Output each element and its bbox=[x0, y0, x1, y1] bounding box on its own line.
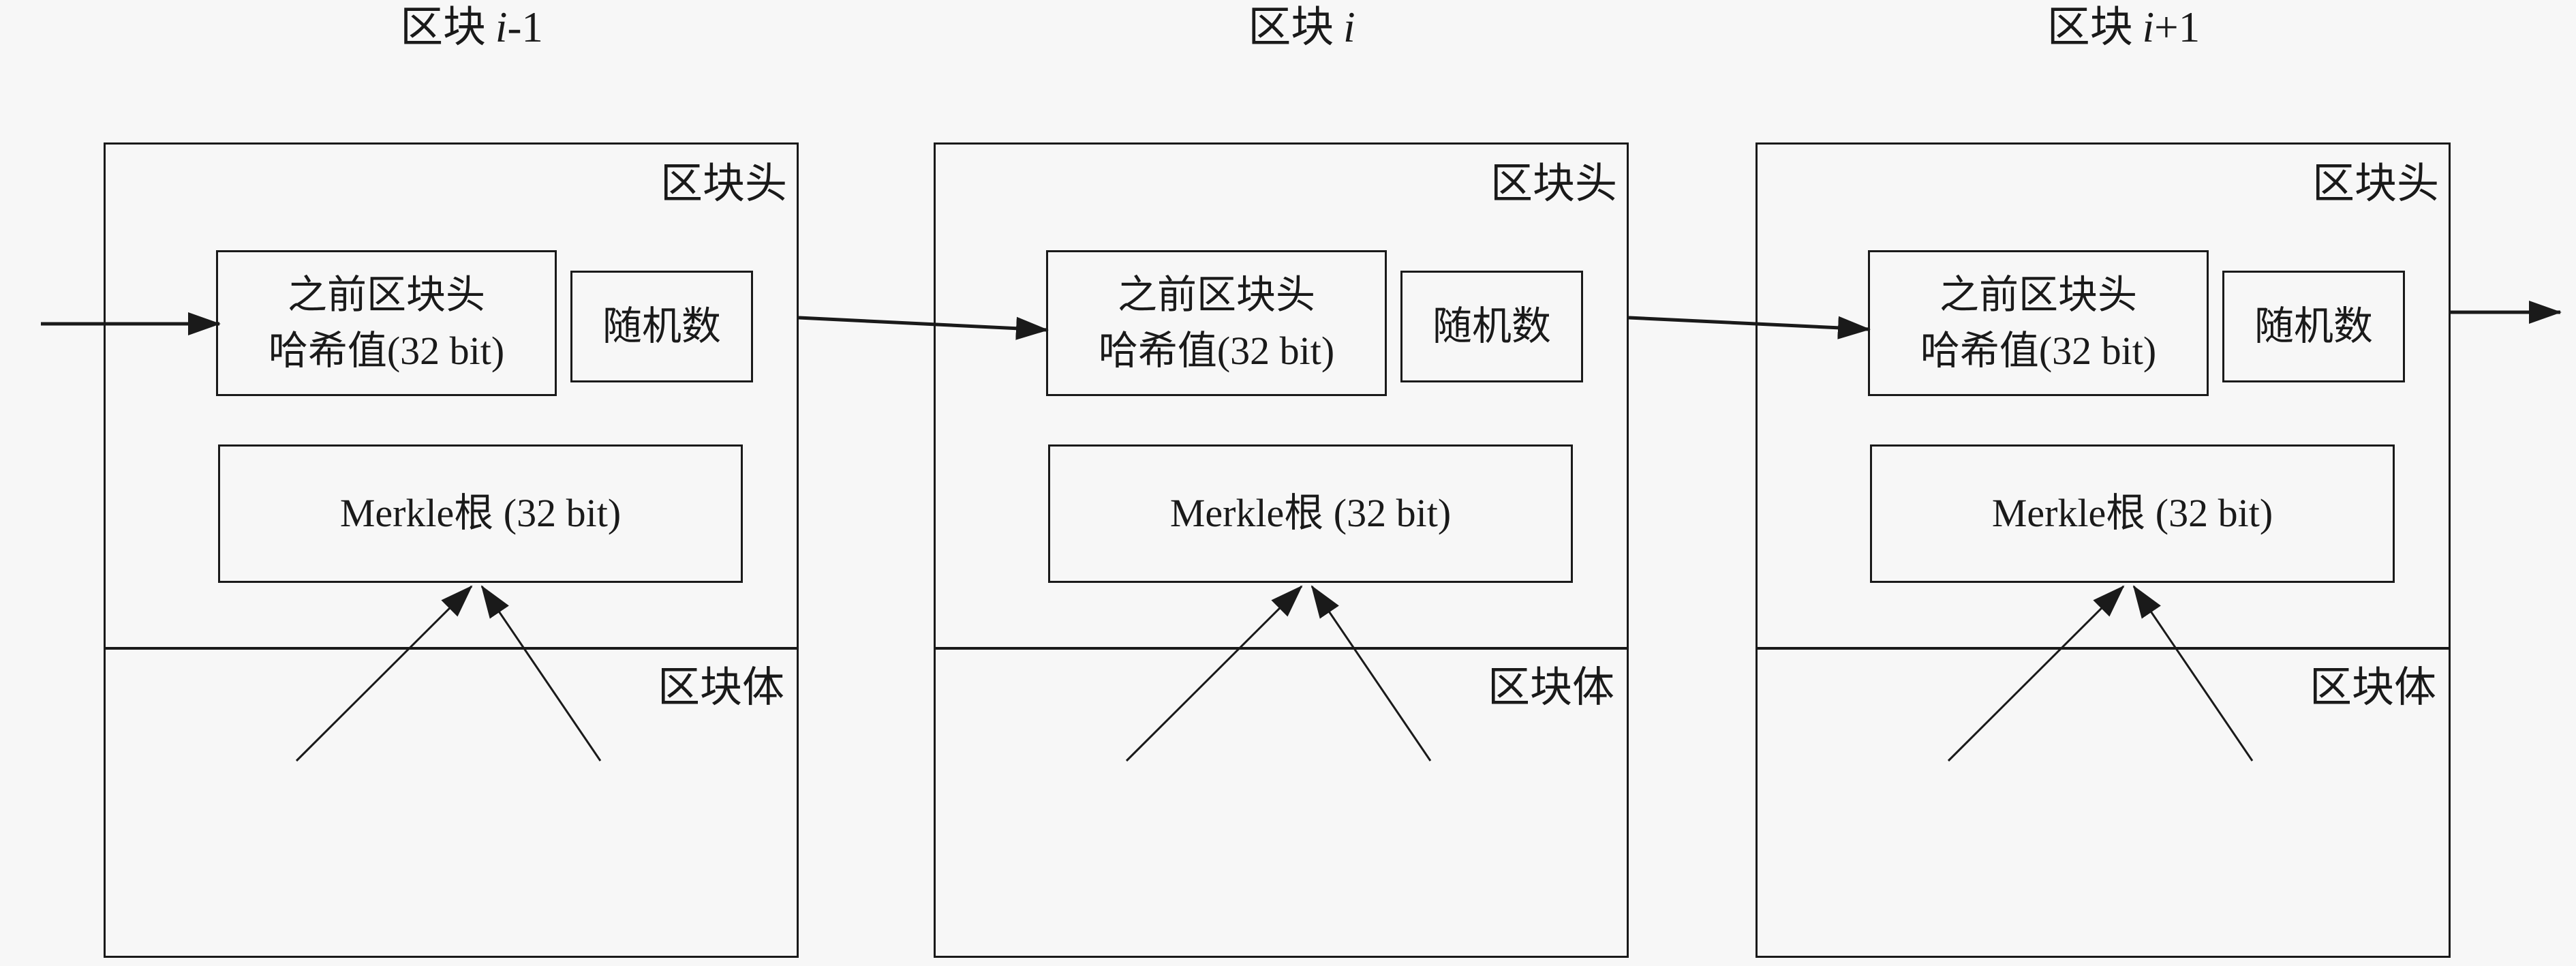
prev-block-hash-line1: 之前区块头 bbox=[1117, 272, 1315, 317]
block-title-variable: i bbox=[495, 3, 508, 51]
block-body-label: 区块体 bbox=[2309, 665, 2436, 711]
nonce-label: 随机数 bbox=[602, 303, 721, 348]
merkle-root-label: Merkle根 (32 bit) bbox=[1169, 491, 1452, 536]
prev-block-hash-line2: 哈希值(32 bit) bbox=[1920, 329, 2157, 373]
prev-block-hash-line1: 之前区块头 bbox=[1939, 272, 2137, 317]
merkle-root-box: Merkle根 (32 bit) bbox=[1870, 444, 2395, 583]
header-body-divider bbox=[934, 647, 1629, 650]
nonce-box: 随机数 bbox=[1400, 271, 1583, 382]
merkle-root-box: Merkle根 (32 bit) bbox=[218, 444, 743, 583]
prev-block-hash-line2: 哈希值(32 bit) bbox=[1098, 329, 1335, 373]
header-body-divider bbox=[104, 647, 799, 650]
prev-block-hash-box: 之前区块头 哈希值(32 bit) bbox=[216, 250, 557, 396]
merkle-root-label: Merkle根 (32 bit) bbox=[1991, 491, 2273, 536]
prev-block-hash-box: 之前区块头 哈希值(32 bit) bbox=[1046, 250, 1387, 396]
prev-block-hash-box: 之前区块头 哈希值(32 bit) bbox=[1868, 250, 2209, 396]
block-body-label: 区块体 bbox=[1487, 665, 1614, 711]
block-title-variable: i bbox=[1343, 3, 1355, 51]
block-i+1: 区块头 之前区块头 哈希值(32 bit) 随机数 Merkle根 (32 bi… bbox=[1755, 142, 2451, 958]
block-title-suffix: +1 bbox=[2154, 3, 2201, 51]
nonce-box: 随机数 bbox=[2222, 271, 2405, 382]
block-title-suffix: -1 bbox=[507, 3, 543, 51]
prev-block-hash-line1: 之前区块头 bbox=[287, 272, 485, 317]
merkle-root-label: Merkle根 (32 bit) bbox=[339, 491, 622, 536]
block-i-1: 区块头 之前区块头 哈希值(32 bit) 随机数 Merkle根 (32 bi… bbox=[104, 142, 799, 958]
block-title-variable: i bbox=[2142, 3, 2155, 51]
block-header-label: 区块头 bbox=[2312, 161, 2439, 207]
nonce-label: 随机数 bbox=[1432, 303, 1551, 348]
header-body-divider bbox=[1755, 647, 2451, 650]
block-title-prefix: 区块 bbox=[400, 3, 487, 51]
block-body-label: 区块体 bbox=[657, 665, 784, 711]
block-header-label: 区块头 bbox=[660, 161, 787, 207]
prev-block-hash-line2: 哈希值(32 bit) bbox=[268, 329, 505, 373]
block-title-prefix: 区块 bbox=[1248, 3, 1334, 51]
block-title-prefix: 区块 bbox=[2046, 3, 2133, 51]
block-i: 区块头 之前区块头 哈希值(32 bit) 随机数 Merkle根 (32 bi… bbox=[934, 142, 1629, 958]
nonce-label: 随机数 bbox=[2254, 303, 2373, 348]
merkle-root-box: Merkle根 (32 bit) bbox=[1048, 444, 1573, 583]
nonce-box: 随机数 bbox=[570, 271, 753, 382]
block-header-label: 区块头 bbox=[1490, 161, 1617, 207]
